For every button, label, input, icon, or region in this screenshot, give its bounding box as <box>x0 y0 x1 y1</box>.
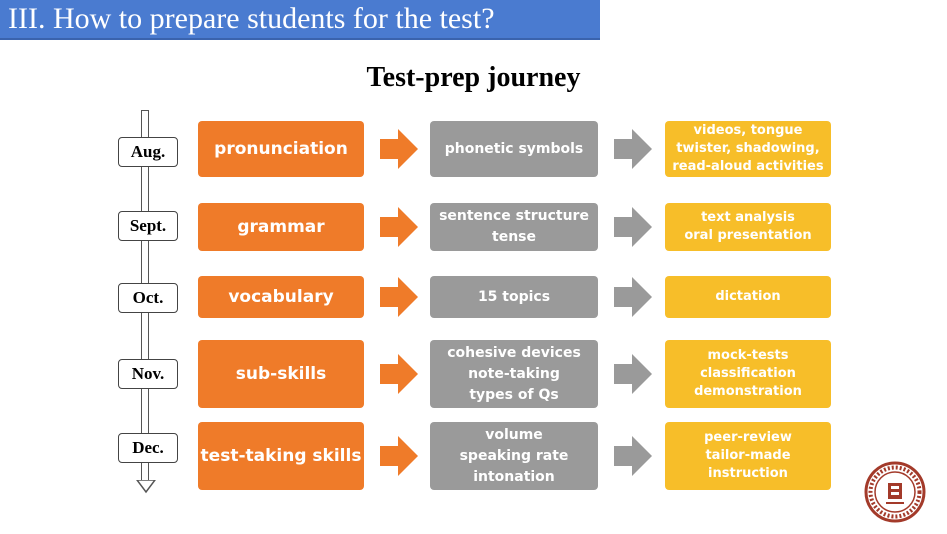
method-box-sentence-structure: sentence structure tense <box>430 203 598 251</box>
school-seal-icon <box>864 461 926 523</box>
arrow-right-icon <box>380 277 418 317</box>
topic-box-sub-skills: sub-skills <box>198 340 364 408</box>
month-label-dec: Dec. <box>118 433 178 463</box>
topic-box-grammar: grammar <box>198 203 364 251</box>
arrow-right-icon <box>614 436 652 476</box>
arrow-right-icon <box>380 129 418 169</box>
activity-box-videos: videos, tongue twister, shadowing, read-… <box>665 121 831 177</box>
activity-box-dictation: dictation <box>665 276 831 318</box>
arrow-right-icon <box>380 436 418 476</box>
month-label-oct: Oct. <box>118 283 178 313</box>
method-box-cohesive-devices: cohesive devices note-taking types of Qs <box>430 340 598 408</box>
topic-box-vocabulary: vocabulary <box>198 276 364 318</box>
timeline-arrow-head-icon <box>136 480 156 494</box>
method-box-volume: volume speaking rate intonation <box>430 422 598 490</box>
arrow-right-icon <box>380 354 418 394</box>
activity-box-peer-review: peer-review tailor-made instruction <box>665 422 831 490</box>
topic-box-pronunciation: pronunciation <box>198 121 364 177</box>
method-box-phonetic: phonetic symbols <box>430 121 598 177</box>
topic-box-test-taking-skills: test-taking skills <box>198 422 364 490</box>
month-label-aug: Aug. <box>118 137 178 167</box>
month-label-sept: Sept. <box>118 211 178 241</box>
slide-header: III. How to prepare students for the tes… <box>0 0 600 40</box>
method-box-15-topics: 15 topics <box>430 276 598 318</box>
arrow-right-icon <box>380 207 418 247</box>
activity-box-mock-tests: mock-tests classification demonstration <box>665 340 831 408</box>
activity-box-text-analysis: text analysis oral presentation <box>665 203 831 251</box>
arrow-right-icon <box>614 277 652 317</box>
diagram-title: Test-prep journey <box>366 62 581 93</box>
month-label-nov: Nov. <box>118 359 178 389</box>
arrow-right-icon <box>614 129 652 169</box>
arrow-right-icon <box>614 207 652 247</box>
slide-title: III. How to prepare students for the tes… <box>8 2 495 35</box>
arrow-right-icon <box>614 354 652 394</box>
